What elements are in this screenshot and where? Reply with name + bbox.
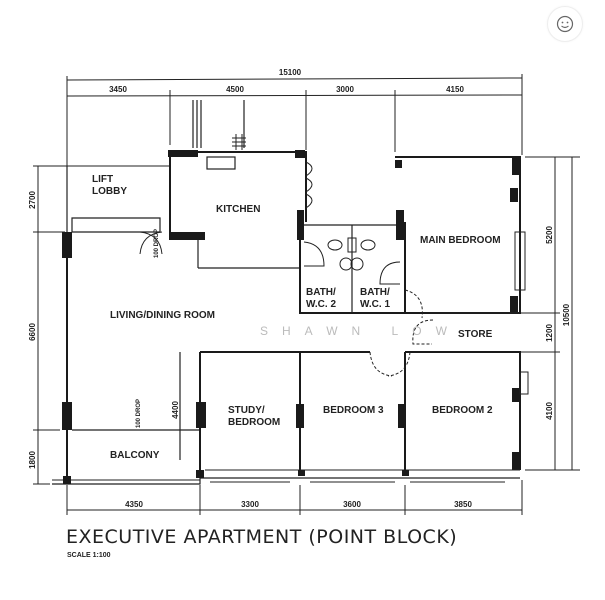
dim-bottom-2: 3300 — [241, 500, 259, 509]
dim-bottom-1: 4350 — [125, 500, 143, 509]
kitchen-label: KITCHEN — [216, 204, 260, 215]
dim-left-1: 2700 — [28, 191, 37, 209]
dim-top-1: 3450 — [109, 85, 127, 94]
bedroom3-label: BEDROOM 3 — [323, 405, 384, 416]
bath1-label-2: W.C. 1 — [360, 299, 390, 310]
smiley-face-icon — [556, 15, 574, 33]
dim-right-3: 4100 — [545, 402, 554, 420]
lift-lobby-label: LIFT — [92, 174, 113, 185]
watermark: SHAWN LOW — [260, 324, 461, 338]
plan-scale: SCALE 1:100 — [67, 552, 111, 559]
dim-inner-left: 4400 — [171, 401, 180, 419]
dim-top-2: 4500 — [226, 85, 244, 94]
dim-left-2: 6600 — [28, 323, 37, 341]
study-label-2: BEDROOM — [228, 417, 280, 428]
balcony-label: BALCONY — [110, 450, 160, 461]
bedroom2-label: BEDROOM 2 — [432, 405, 493, 416]
living-dining-label: LIVING/DINING ROOM — [110, 310, 215, 321]
emoji-reaction-button[interactable] — [547, 6, 583, 42]
bath1-label: BATH/ — [360, 287, 390, 298]
plan-title: EXECUTIVE APARTMENT (POINT BLOCK) — [66, 526, 457, 548]
dim-right-total: 10500 — [562, 303, 571, 326]
left-dimensions: 2700 6600 1800 — [28, 165, 170, 485]
lift-lobby-label-2: LOBBY — [92, 186, 127, 197]
dim-top-3: 3000 — [336, 85, 354, 94]
dim-bottom-4: 3850 — [454, 500, 472, 509]
dim-right-2: 1200 — [545, 324, 554, 342]
dim-top-4: 4150 — [446, 85, 464, 94]
store-label: STORE — [458, 329, 493, 340]
bath2-label-2: W.C. 2 — [306, 299, 336, 310]
bottom-dimensions: 4350 3300 3600 3850 — [66, 480, 523, 515]
dim-right-1: 5200 — [545, 226, 554, 244]
bath2-label: BATH/ — [306, 287, 336, 298]
right-dimensions: 5200 1200 4100 10500 — [520, 156, 580, 471]
dim-bottom-3: 3600 — [343, 500, 361, 509]
walls — [52, 100, 529, 485]
top-dimensions: 15100 3450 4500 3000 4150 — [66, 68, 523, 166]
dim-left-3: 1800 — [28, 451, 37, 469]
dim-top-total: 15100 — [279, 68, 302, 77]
drop-label-2: 100 DROP — [136, 399, 142, 428]
main-bedroom-label: MAIN BEDROOM — [420, 235, 501, 246]
room-labels: LIFT LOBBY KITCHEN BATH/ W.C. 2 BATH/ W.… — [92, 174, 501, 461]
study-label: STUDY/ — [228, 405, 265, 416]
drop-label-1: 100 DROP — [154, 229, 160, 258]
